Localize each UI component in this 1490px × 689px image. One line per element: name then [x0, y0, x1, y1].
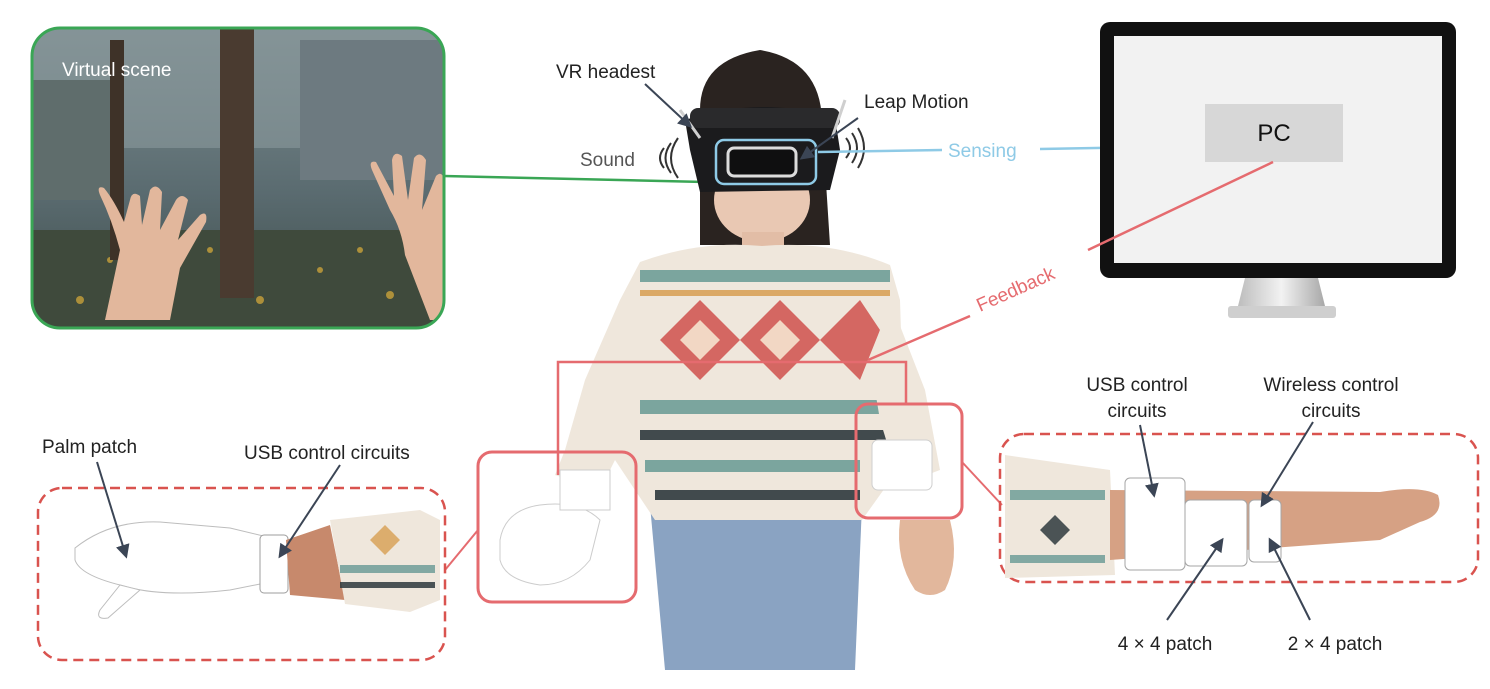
pc-label: PC	[1257, 120, 1290, 147]
wireless-arrow	[1260, 421, 1314, 508]
vr-headset	[678, 99, 847, 192]
feedback-line-upper	[1087, 160, 1274, 252]
patch-4x4-arrow	[1166, 537, 1224, 621]
sound-wave-icon	[659, 137, 679, 179]
wireless-label-line1: Wireless control	[1263, 375, 1398, 396]
scene-connector-line	[443, 174, 706, 184]
usb-left-label: USB control circuits	[244, 443, 410, 464]
vr-headset-label: VR headest	[556, 62, 656, 83]
sound-label: Sound	[580, 150, 635, 171]
usb-right-label-line2: circuits	[1107, 401, 1166, 422]
palm-patch-arrow	[96, 461, 130, 559]
left-zoom-connector	[444, 529, 479, 571]
sound-wave-icon-right	[845, 127, 865, 169]
feedback-label: Feedback	[973, 263, 1058, 316]
feedback-route-frame	[556, 360, 908, 475]
forearm-highlight-box	[854, 402, 964, 520]
right-zoom-connector	[961, 461, 1003, 506]
leap-motion-arrow	[799, 117, 859, 160]
wireless-label-line2: circuits	[1301, 401, 1360, 422]
leap-motion-highlight	[714, 138, 818, 186]
feedback-line-lower	[867, 314, 971, 362]
vr-headset-arrow	[644, 83, 693, 128]
usb-right-arrow	[1139, 424, 1159, 498]
usb-right-label-line1: USB control	[1086, 375, 1187, 396]
pc-monitor: PC	[1100, 22, 1456, 318]
glove-detail-panel	[36, 486, 447, 662]
glove-highlight-box	[476, 450, 638, 604]
leap-motion-label: Leap Motion	[864, 92, 969, 113]
annotation-arrows	[96, 83, 1314, 621]
sensing-line-left	[817, 148, 943, 154]
virtual-scene-label: Virtual scene	[62, 60, 172, 81]
patch-4x4-label: 4 × 4 patch	[1118, 634, 1213, 655]
forearm-detail-panel	[998, 432, 1480, 584]
sensing-label: Sensing	[948, 141, 1017, 162]
virtual-scene-panel: Virtual scene	[30, 26, 446, 330]
pc-box	[1205, 104, 1343, 162]
palm-patch-label: Palm patch	[42, 437, 137, 458]
patch-2x4-label: 2 × 4 patch	[1288, 634, 1383, 655]
usb-left-arrow	[278, 464, 341, 559]
patch-2x4-arrow	[1268, 537, 1311, 621]
